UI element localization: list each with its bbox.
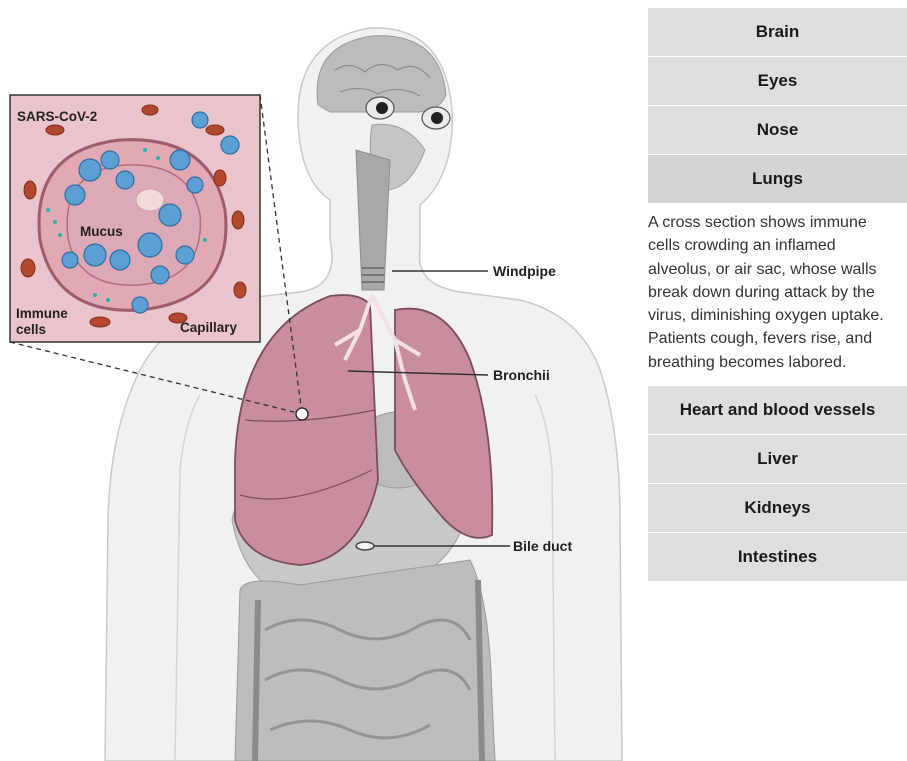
alveolus-focus-point — [296, 408, 308, 420]
anatomy-illustration: Windpipe Bronchii Bile duct — [0, 0, 640, 761]
organ-button-lungs[interactable]: Lungs — [648, 155, 907, 203]
organ-button-liver[interactable]: Liver — [648, 435, 907, 483]
intestines — [235, 560, 495, 761]
organ-description: A cross section shows immune cells crowd… — [648, 211, 903, 374]
alveolus-inset: SARS-CoV-2 Mucus Immune cells Capillary — [10, 95, 260, 342]
organ-button-brain[interactable]: Brain — [648, 8, 907, 56]
label-bronchii: Bronchii — [493, 367, 550, 383]
organ-button-kidneys[interactable]: Kidneys — [648, 484, 907, 532]
inset-label-immune-2: cells — [16, 322, 46, 337]
left-pupil — [376, 102, 388, 114]
organ-button-heart[interactable]: Heart and blood vessels — [648, 386, 907, 434]
organ-button-eyes[interactable]: Eyes — [648, 57, 907, 105]
inset-label-capillary: Capillary — [180, 320, 238, 335]
inset-label-immune-1: Immune — [16, 306, 68, 321]
inset-label-mucus: Mucus — [80, 224, 123, 239]
organ-panel: Brain Eyes Nose Lungs A cross section sh… — [648, 8, 907, 582]
label-windpipe: Windpipe — [493, 263, 556, 279]
inset-label-virus: SARS-CoV-2 — [17, 109, 97, 124]
bile-duct-marker — [356, 542, 374, 550]
label-bile-duct: Bile duct — [513, 538, 572, 554]
right-pupil — [431, 112, 443, 124]
anatomy-svg: Windpipe Bronchii Bile duct — [0, 0, 640, 761]
organ-button-nose[interactable]: Nose — [648, 106, 907, 154]
organ-button-intestines[interactable]: Intestines — [648, 533, 907, 581]
